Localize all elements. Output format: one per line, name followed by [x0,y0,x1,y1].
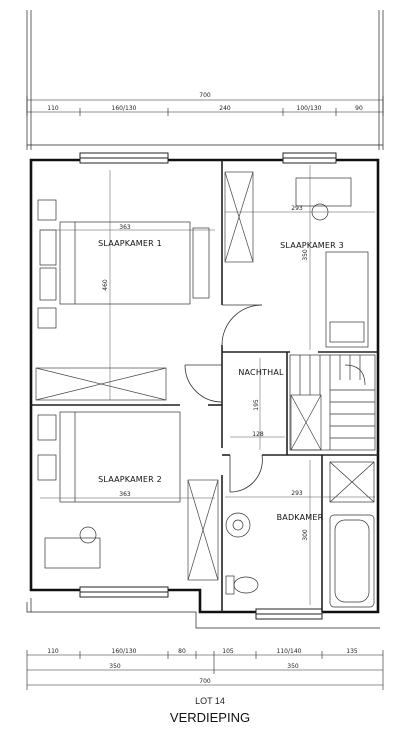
dimension-lines-inner [40,165,375,605]
ground-floor-outline [26,598,380,629]
hall-width-dim: 128 [252,431,264,438]
bad-depth-dim: 300 [302,529,309,541]
top-dim-2: 160/130 [112,105,137,112]
doors [184,304,263,493]
sk1-depth-dim: 460 [102,279,109,291]
bottom-dim-4: 105 [222,648,234,655]
hall-depth-dim: 195 [253,399,260,411]
bad-width-dim: 293 [291,490,303,497]
top-dim-1: 110 [47,105,59,112]
desk-room3-icon [295,177,369,348]
bottom-dim-5: 110/140 [277,648,302,655]
floor-title: VERDIEPING [170,710,250,725]
sk3-depth-dim: 350 [302,249,309,261]
top-dim-4: 100/130 [297,105,322,112]
top-dim-5: 90 [355,105,363,112]
sk2-width-dim: 363 [119,491,131,498]
bottom-half-left: 350 [109,663,121,670]
exterior-walls [29,158,380,614]
top-dim-3: 240 [219,105,231,112]
bed-1-icon [37,199,210,329]
windows [79,152,337,620]
bottom-dim-2: 160/130 [112,648,137,655]
desk-room2-icon [44,526,101,569]
bed-2-icon [37,411,181,503]
bottom-dim-3: 80 [178,648,186,655]
bottom-half-right: 350 [287,663,299,670]
room-label-slaapkamer-1: SLAAPKAMER 1 [98,239,162,248]
bottom-dim-1: 110 [47,648,59,655]
sk3-width-dim: 293 [291,205,303,212]
interior-walls [31,160,378,612]
balcony [26,10,384,150]
bottom-dim-6: 135 [346,648,358,655]
top-total-dimension: 700 [199,92,211,99]
room-label-badkamer: BADKAMER [277,513,324,522]
room-label-slaapkamer-2: SLAAPKAMER 2 [98,475,162,484]
sk1-width-dim: 363 [119,224,131,231]
bottom-dimension-lines: 110 160/130 80 105 110/140 135 350 350 7… [26,648,384,690]
top-dimension-line: 700 110 160/130 240 100/130 90 [26,92,384,116]
room-label-nachthal: NACHTHAL [238,368,284,377]
staircase [289,354,376,451]
bathroom-fixtures [225,461,375,608]
bottom-total-dimension: 700 [199,678,211,685]
wardrobes [35,171,322,581]
lot-label: LOT 14 [195,696,225,706]
room-label-slaapkamer-3: SLAAPKAMER 3 [280,241,344,250]
